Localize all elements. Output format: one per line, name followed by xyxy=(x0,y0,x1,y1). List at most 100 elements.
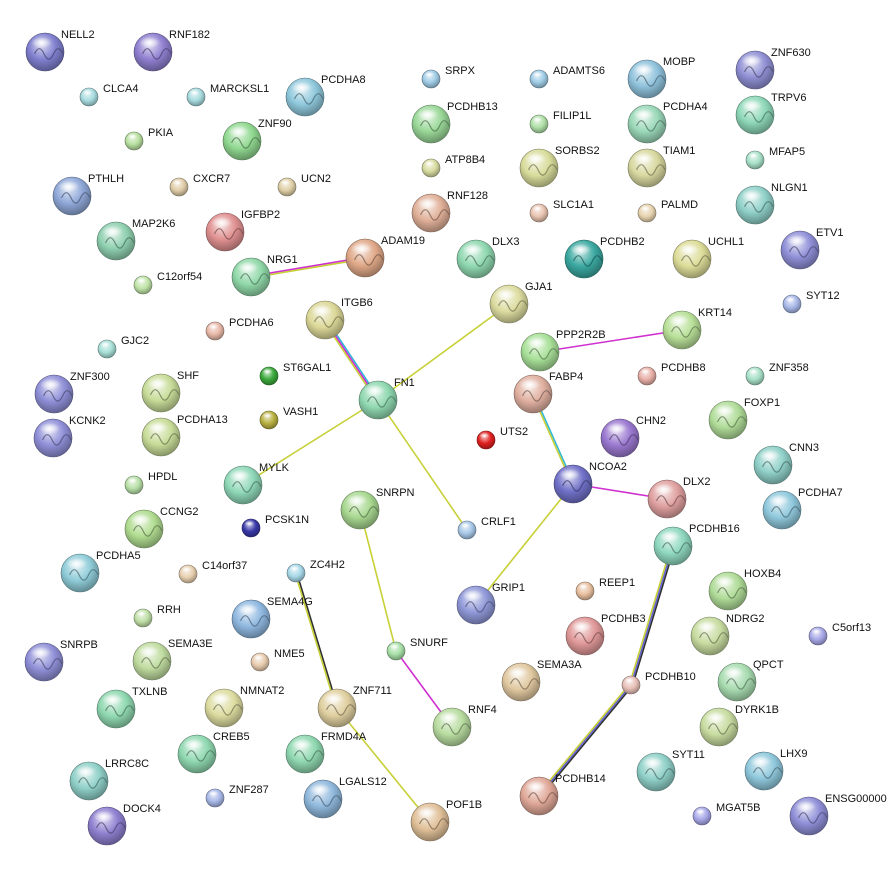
protein-node-sema3a[interactable]: SEMA3A xyxy=(501,659,582,702)
protein-node-lhx9[interactable]: LHX9 xyxy=(744,748,808,791)
protein-node-lrrc8c[interactable]: LRRC8C xyxy=(69,758,149,801)
protein-node-mgat5b[interactable]: MGAT5B xyxy=(692,802,760,826)
protein-node-shf[interactable]: SHF xyxy=(141,370,199,413)
protein-node-pcdhb14[interactable]: PCDHB14 xyxy=(519,773,606,816)
protein-node-nme5[interactable]: NME5 xyxy=(250,648,305,672)
protein-node-hpdl[interactable]: HPDL xyxy=(124,471,177,495)
protein-node-kcnk2[interactable]: KCNK2 xyxy=(33,415,106,458)
protein-node-rrh[interactable]: RRH xyxy=(133,604,181,628)
protein-node-pthlh[interactable]: PTHLH xyxy=(52,173,124,216)
protein-node-krt14[interactable]: KRT14 xyxy=(662,307,732,350)
protein-node-snrpn[interactable]: SNRPN xyxy=(340,487,415,530)
protein-node-filip1l[interactable]: FILIP1L xyxy=(529,110,592,134)
protein-node-atp8b4[interactable]: ATP8B4 xyxy=(421,154,485,178)
protein-node-pcdha4[interactable]: PCDHA4 xyxy=(627,101,708,144)
protein-node-foxp1[interactable]: FOXP1 xyxy=(708,397,780,440)
protein-node-map2k6[interactable]: MAP2K6 xyxy=(96,218,175,261)
protein-node-znf90[interactable]: ZNF90 xyxy=(222,118,292,161)
interaction-FN1-MYLK[interactable] xyxy=(242,399,379,486)
protein-node-nlgn1[interactable]: NLGN1 xyxy=(735,182,808,225)
protein-node-znf711[interactable]: ZNF711 xyxy=(317,685,392,728)
protein-node-znf630[interactable]: ZNF630 xyxy=(735,47,811,90)
protein-node-sorbs2[interactable]: SORBS2 xyxy=(519,145,600,188)
protein-node-c5orf13[interactable]: C5orf13 xyxy=(808,622,871,646)
interaction-SNRPN-SNURF[interactable] xyxy=(359,509,397,652)
protein-node-pkia[interactable]: PKIA xyxy=(124,127,174,151)
protein-node-palmd[interactable]: PALMD xyxy=(637,199,698,223)
protein-node-dock4[interactable]: DOCK4 xyxy=(87,803,161,846)
protein-node-dyrk1b[interactable]: DYRK1B xyxy=(699,704,779,747)
protein-node-uchl1[interactable]: UCHL1 xyxy=(672,236,744,279)
protein-node-gja1[interactable]: GJA1 xyxy=(489,281,553,324)
protein-node-sema4g[interactable]: SEMA4G xyxy=(231,596,313,639)
protein-node-syt12[interactable]: SYT12 xyxy=(782,290,840,314)
interaction-PCDHB10-PCDHB14[interactable] xyxy=(536,683,634,798)
protein-node-zc4h2[interactable]: ZC4H2 xyxy=(286,559,345,583)
protein-node-vash1[interactable]: VASH1 xyxy=(259,406,318,430)
protein-node-fn1[interactable]: FN1 xyxy=(358,377,415,420)
protein-node-crlf1[interactable]: CRLF1 xyxy=(457,516,516,540)
protein-node-etv1[interactable]: ETV1 xyxy=(780,227,844,270)
protein-node-adam19[interactable]: ADAM19 xyxy=(345,235,425,278)
protein-node-mobp[interactable]: MOBP xyxy=(627,56,695,99)
protein-node-sema3e[interactable]: SEMA3E xyxy=(132,638,213,681)
protein-node-srpx[interactable]: SRPX xyxy=(421,65,476,89)
protein-node-nmnat2[interactable]: NMNAT2 xyxy=(204,685,284,728)
protein-node-marcksl1[interactable]: MARCKSL1 xyxy=(186,83,269,107)
protein-node-syt11[interactable]: SYT11 xyxy=(636,749,705,792)
protein-node-c14orf37[interactable]: C14orf37 xyxy=(178,560,247,584)
protein-node-cnn3[interactable]: CNN3 xyxy=(753,442,819,485)
protein-node-nell2[interactable]: NELL2 xyxy=(25,29,95,72)
protein-node-pcdha6[interactable]: PCDHA6 xyxy=(205,317,274,341)
protein-node-gjc2[interactable]: GJC2 xyxy=(97,335,149,359)
protein-node-hoxb4[interactable]: HOXB4 xyxy=(708,568,781,611)
protein-node-snrpb[interactable]: SNRPB xyxy=(24,639,98,682)
protein-node-znf358[interactable]: ZNF358 xyxy=(745,362,809,386)
protein-node-slc1a1[interactable]: SLC1A1 xyxy=(529,199,594,223)
protein-node-ndrg2[interactable]: NDRG2 xyxy=(690,613,765,656)
interaction-FN1-GJA1[interactable] xyxy=(377,303,510,401)
protein-node-trpv6[interactable]: TRPV6 xyxy=(735,92,806,135)
protein-node-grip1[interactable]: GRIP1 xyxy=(456,582,525,625)
protein-node-st6gal1[interactable]: ST6GAL1 xyxy=(259,362,331,386)
protein-node-mylk[interactable]: MYLK xyxy=(223,462,290,505)
protein-node-pcdha13[interactable]: PCDHA13 xyxy=(141,414,228,457)
protein-node-pcdha5[interactable]: PCDHA5 xyxy=(60,550,141,593)
protein-node-frmd4a[interactable]: FRMD4A xyxy=(285,731,367,774)
protein-node-adamts6[interactable]: ADAMTS6 xyxy=(529,65,605,89)
protein-node-pcdhb16[interactable]: PCDHB16 xyxy=(653,523,740,566)
protein-node-pcdhb3[interactable]: PCDHB3 xyxy=(565,613,646,656)
protein-node-pof1b[interactable]: POF1B xyxy=(410,799,482,842)
protein-node-fabp4[interactable]: FABP4 xyxy=(513,371,583,414)
protein-node-igfbp2[interactable]: IGFBP2 xyxy=(205,209,280,252)
protein-node-ncoa2[interactable]: NCOA2 xyxy=(553,461,627,504)
protein-node-cxcr7[interactable]: CXCR7 xyxy=(169,173,230,197)
protein-node-ccng2[interactable]: CCNG2 xyxy=(124,506,199,549)
protein-node-dlx2[interactable]: DLX2 xyxy=(647,476,711,519)
protein-node-ppp2r2b[interactable]: PPP2R2B xyxy=(520,329,606,372)
protein-node-snurf[interactable]: SNURF xyxy=(386,637,448,661)
interaction-NCOA2-GRIP1[interactable] xyxy=(475,483,574,606)
protein-node-creb5[interactable]: CREB5 xyxy=(177,731,250,774)
protein-node-pcdhb2[interactable]: PCDHB2 xyxy=(564,236,645,279)
protein-node-uts2[interactable]: UTS2 xyxy=(476,426,528,450)
protein-node-pcsk1n[interactable]: PCSK1N xyxy=(241,514,309,538)
protein-node-mfap5[interactable]: MFAP5 xyxy=(745,146,805,170)
protein-node-tiam1[interactable]: TIAM1 xyxy=(627,145,695,188)
protein-node-pcdhb10[interactable]: PCDHB10 xyxy=(621,671,696,695)
protein-node-c12orf54[interactable]: C12orf54 xyxy=(133,271,202,295)
protein-node-reep1[interactable]: REEP1 xyxy=(575,577,635,601)
protein-node-rnf182[interactable]: RNF182 xyxy=(133,29,210,72)
protein-node-pcdha7[interactable]: PCDHA7 xyxy=(762,487,843,530)
protein-node-rnf128[interactable]: RNF128 xyxy=(411,190,488,233)
protein-node-ucn2[interactable]: UCN2 xyxy=(277,173,331,197)
protein-node-pcdhb8[interactable]: PCDHB8 xyxy=(637,362,706,386)
protein-node-rnf4[interactable]: RNF4 xyxy=(432,704,497,747)
protein-node-lgals12[interactable]: LGALS12 xyxy=(303,776,387,819)
protein-node-pcdha8[interactable]: PCDHA8 xyxy=(285,74,366,117)
interaction-ZC4H2-ZNF711[interactable] xyxy=(294,571,339,710)
protein-node-txlnb[interactable]: TXLNB xyxy=(96,686,167,729)
interaction-FN1-CRLF1[interactable] xyxy=(377,399,468,531)
protein-node-ensg00000[interactable]: ENSG00000 xyxy=(789,793,887,836)
protein-node-nrg1[interactable]: NRG1 xyxy=(231,254,298,297)
